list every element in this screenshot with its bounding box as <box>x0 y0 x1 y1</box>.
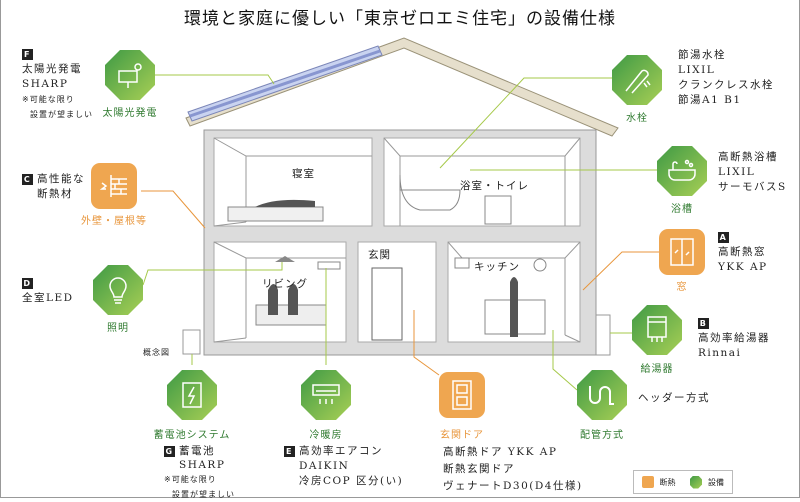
door-spec-line: ヴェナートD30(D4仕様) <box>443 480 583 492</box>
battery-spec-line: SHARP <box>179 459 226 471</box>
solar-spec: F 太陽光発電 SHARP ※可能な限り 設置が望ましい <box>22 47 93 122</box>
aircon-icon-label: 冷暖房 <box>309 430 343 441</box>
badge-d: D <box>22 277 33 289</box>
water-heater-icon-label: 給湯器 <box>640 364 674 375</box>
window-spec-line: YKK AP <box>718 261 768 273</box>
bathtub-spec-line: LIXIL <box>718 166 756 178</box>
lighting-icon-label: 照明 <box>107 323 129 334</box>
window-spec: A 高断熱窓 YKK AP <box>718 230 768 275</box>
badge-b: B <box>698 317 709 329</box>
solar-spec-line: 太陽光発電 <box>22 63 82 75</box>
page-title: 環境と家庭に優しい「東京ゼロエミ住宅」の設備仕様 <box>184 9 616 29</box>
room-label-living: リビング <box>262 278 308 290</box>
door-spec-line: 断熱玄関ドア <box>443 463 515 475</box>
bathtub-spec: 高断熱浴槽 LIXIL サーモバスS <box>718 150 787 195</box>
door-spec: 高断熱ドア YKK AP 断熱玄関ドア ヴェナートD30(D4仕様) <box>443 444 583 495</box>
legend-equipment-swatch <box>689 475 702 489</box>
faucet-shower-icon <box>612 55 662 105</box>
lighting-spec-line: 全室LED <box>22 292 74 304</box>
room-label-bath: 浴室・トイレ <box>460 180 529 192</box>
battery-spec: G 蓄電池 SHARP ※可能な限り 設置が望ましい <box>164 444 235 502</box>
roof <box>185 37 619 137</box>
window-icon <box>659 229 705 275</box>
solar-panel-icon <box>105 50 155 100</box>
faucet-spec-line: LIXIL <box>678 64 716 76</box>
solar-panels <box>187 45 383 122</box>
legend-equipment-label: 設備 <box>708 477 724 487</box>
battery-icon <box>167 370 217 420</box>
insulation-spec: C 高性能な 断熱材 <box>22 172 85 202</box>
room-label-kitchen: キッチン <box>474 261 520 273</box>
battery-spec-line: 蓄電池 <box>179 445 215 457</box>
battery-note: 設置が望ましい <box>172 490 235 499</box>
faucet-spec-line: クランクレス水栓 <box>678 79 774 91</box>
connector-faucet <box>439 77 612 169</box>
aircon-spec-line: 高効率エアコン <box>299 445 383 457</box>
connector-piping <box>552 330 578 391</box>
concept-label: 概念図 <box>143 348 170 357</box>
door-icon-label: 玄関ドア <box>440 430 484 441</box>
insulation-spec-line: 断熱材 <box>37 188 73 200</box>
connector-lighting <box>142 262 283 286</box>
connector-door <box>413 310 440 376</box>
insulation-wall-icon <box>91 163 137 209</box>
bathtub-icon <box>657 146 707 196</box>
water-heater-spec: B 高効率給湯器 Rinnai <box>698 316 770 361</box>
water-heater-spec-line: Rinnai <box>698 347 742 359</box>
faucet-spec: 節湯水栓 LIXIL クランクレス水栓 節湯A1 B1 <box>678 48 774 108</box>
room-label-entrance: 玄関 <box>368 249 391 261</box>
led-bulb-icon <box>93 265 143 315</box>
connector-solar <box>155 74 275 85</box>
bathtub-spec-line: 高断熱浴槽 <box>718 151 778 163</box>
window-icon-label: 窓 <box>676 282 688 293</box>
aircon-spec: E 高効率エアコン DAIKIN 冷房COP 区分(い) <box>284 444 403 489</box>
solar-note: ※可能な限り <box>22 95 75 104</box>
front-door-icon <box>439 372 485 418</box>
solar-icon-label: 太陽光発電 <box>102 108 158 119</box>
piping-icon <box>577 370 627 420</box>
insulation-icon-label: 外壁・屋根等 <box>81 216 147 227</box>
bathtub-icon-label: 浴槽 <box>671 204 693 215</box>
door-spec-line: 高断熱ドア YKK AP <box>443 446 558 458</box>
connector-insulation <box>141 190 206 229</box>
solar-note: 設置が望ましい <box>30 110 93 119</box>
water-heater-icon <box>632 305 682 355</box>
lighting-spec: D 全室LED <box>22 276 74 306</box>
aircon-spec-line: DAIKIN <box>299 460 350 472</box>
legend-insulation-swatch <box>642 476 654 488</box>
legend: 断熱 設備 <box>633 470 733 494</box>
piping-icon-label: 配管方式 <box>580 430 624 441</box>
faucet-spec-line: 節湯水栓 <box>678 49 726 61</box>
insulation-spec-line: 高性能な <box>37 173 85 185</box>
badge-c: C <box>22 173 33 185</box>
battery-icon-label: 蓄電池システム <box>153 430 231 441</box>
piping-spec: ヘッダー方式 <box>638 392 710 404</box>
badge-f: F <box>22 48 33 60</box>
room-label-bedroom: 寝室 <box>292 168 315 180</box>
faucet-spec-line: 節湯A1 B1 <box>678 94 742 106</box>
badge-a: A <box>718 231 729 243</box>
badge-e: E <box>284 445 295 457</box>
water-heater-spec-line: 高効率給湯器 <box>698 332 770 344</box>
badge-g: G <box>164 445 175 457</box>
bathtub-spec-line: サーモバスS <box>718 181 787 193</box>
faucet-icon-label: 水栓 <box>626 113 648 124</box>
solar-spec-maker: SHARP <box>22 78 69 90</box>
legend-insulation-label: 断熱 <box>659 477 676 487</box>
battery-note: ※可能な限り <box>164 475 217 484</box>
window-spec-line: 高断熱窓 <box>718 246 766 258</box>
connector-window <box>582 251 659 291</box>
aircon-spec-line: 冷房COP 区分(い) <box>299 475 404 487</box>
air-conditioner-icon <box>301 370 351 420</box>
